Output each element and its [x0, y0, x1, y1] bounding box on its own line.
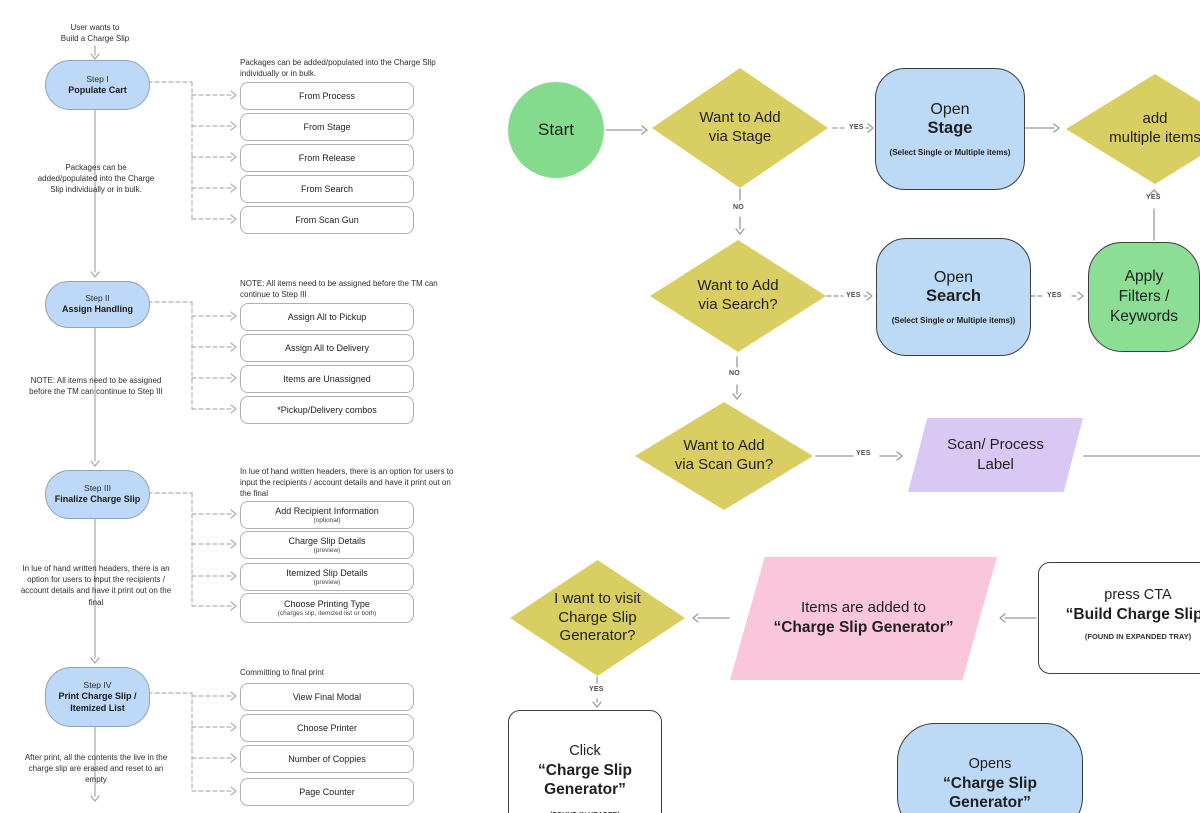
yes-label-scan: YES	[856, 450, 871, 457]
step3-pill[interactable]: Step III Finalize Charge Slip	[45, 470, 150, 519]
open-stage-node[interactable]: Open Stage (Select Single or Multiple it…	[875, 68, 1025, 190]
step3-header-note: In lue of hand written headers, there is…	[240, 467, 454, 499]
step2-title: Step II	[85, 293, 110, 304]
step4-box-view-final-modal[interactable]: View Final Modal	[240, 683, 414, 711]
step1-header-note: Packages can be added/populated into the…	[240, 58, 436, 79]
step3-box-add-recipient[interactable]: Add Recipient Information(optional)	[240, 501, 414, 529]
step4-header-note: Committing to final print	[240, 668, 325, 677]
step1-pill[interactable]: Step I Populate Cart	[45, 60, 150, 110]
step2-header-note: NOTE: All items need to be assigned befo…	[240, 279, 438, 300]
intro-note: User wants to Build a Charge Slip	[40, 22, 150, 44]
decision-visit-generator[interactable]: I want to visit Charge Slip Generator?	[510, 560, 685, 676]
yes-label-stage: YES	[849, 124, 864, 131]
step1-box-from-release[interactable]: From Release	[240, 144, 414, 172]
step4-box-number-of-copies[interactable]: Number of Coppies	[240, 745, 414, 773]
step3-box-charge-slip-details[interactable]: Charge Slip Details(preview)	[240, 531, 414, 559]
no-label-search: NO	[729, 370, 740, 377]
step4-box-choose-printer[interactable]: Choose Printer	[240, 714, 414, 742]
apply-filters-node[interactable]: Apply Filters / Keywords	[1088, 242, 1200, 352]
step4-box-page-counter[interactable]: Page Counter	[240, 778, 414, 806]
step4-pill[interactable]: Step IV Print Charge Slip / Itemized Lis…	[45, 667, 150, 727]
open-search-node[interactable]: Open Search (Select Single or Multiple i…	[876, 238, 1031, 356]
step3-box-itemized-slip-details[interactable]: Itemized Slip Details(preview)	[240, 563, 414, 591]
yes-label-apply: YES	[1047, 292, 1062, 299]
step2-box-assign-pickup[interactable]: Assign All to Pickup	[240, 303, 414, 331]
step1-box-from-stage[interactable]: From Stage	[240, 113, 414, 141]
decision-add-via-search[interactable]: Want to Add via Search?	[650, 240, 826, 352]
decision-add-multiple-items[interactable]: add multiple items	[1066, 74, 1200, 184]
yes-label-visit: YES	[589, 686, 604, 693]
click-generator-node[interactable]: Click “Charge Slip Generator” (FOUND IN …	[508, 710, 662, 813]
step3-box-choose-printing-type[interactable]: Choose Printing Type(charges slip, itemi…	[240, 593, 414, 623]
yes-label-apply-up: YES	[1146, 194, 1161, 201]
step4-side-note: After print, all the contents the live i…	[24, 753, 168, 785]
step4-name2: Itemized List	[70, 702, 125, 713]
step1-name: Populate Cart	[68, 84, 127, 95]
step2-box-pickup-delivery-combos[interactable]: *Pickup/Delivery combos	[240, 396, 414, 424]
opens-generator-node[interactable]: Opens “Charge Slip Generator”	[897, 723, 1083, 813]
step2-name: Assign Handling	[61, 304, 133, 315]
items-added-node[interactable]: Items are added to “Charge Slip Generato…	[730, 557, 997, 680]
step2-box-items-unassigned[interactable]: Items are Unassigned	[240, 365, 414, 393]
start-label: Start	[538, 120, 574, 139]
decision-add-via-stage[interactable]: Want to Add via Stage	[652, 68, 828, 188]
step1-title: Step I	[86, 73, 109, 84]
decision-add-via-scan-gun[interactable]: Want to Add via Scan Gun?	[635, 402, 813, 510]
step4-title: Step IV	[83, 679, 112, 690]
step1-box-from-search[interactable]: From Search	[240, 175, 414, 203]
step1-side-note: Packages can be added/populated into the…	[37, 163, 155, 195]
intro-line2: Build a Charge Slip	[60, 34, 130, 44]
scan-process-label-node[interactable]: Scan/ Process Label	[908, 418, 1083, 492]
press-cta-node[interactable]: press CTA “Build Charge Slip” (FOUND IN …	[1038, 562, 1200, 674]
step3-name: Finalize Charge Slip	[54, 494, 141, 505]
intro-line1: User wants to	[70, 23, 120, 32]
step1-box-from-process[interactable]: From Process	[240, 82, 414, 110]
step4-name: Print Charge Slip /	[58, 690, 137, 701]
step2-box-assign-delivery[interactable]: Assign All to Delivery	[240, 334, 414, 362]
step2-pill[interactable]: Step II Assign Handling	[45, 281, 150, 328]
start-node[interactable]: Start	[508, 82, 604, 178]
step3-side-note: In lue of hand written headers, there is…	[20, 564, 172, 607]
yes-label-search: YES	[846, 292, 861, 299]
step3-title: Step III	[84, 483, 111, 494]
no-label-stage: NO	[733, 204, 744, 211]
step1-box-from-scan-gun[interactable]: From Scan Gun	[240, 206, 414, 234]
step2-side-note: NOTE: All items need to be assigned befo…	[29, 376, 163, 397]
